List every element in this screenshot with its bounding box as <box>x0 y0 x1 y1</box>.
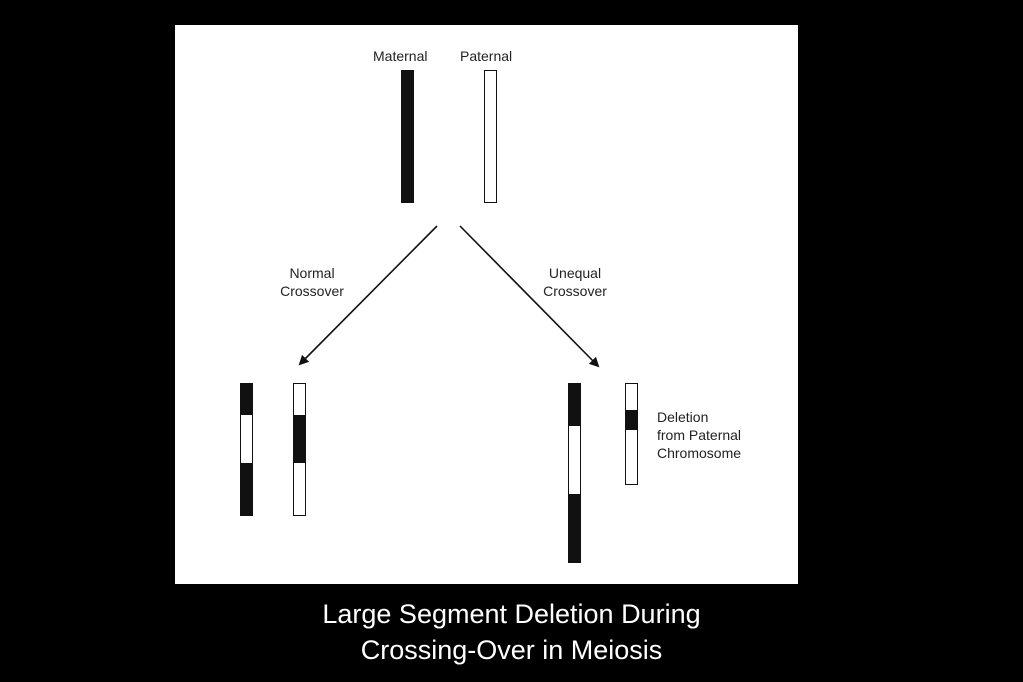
maternal-label: Maternal <box>373 48 428 64</box>
maternal-segment <box>241 463 252 515</box>
maternal-segment <box>569 494 580 562</box>
paternal-label: Paternal <box>460 48 513 64</box>
normal-crossover-label-line1: Normal <box>289 265 335 281</box>
unequal-paternal-deletion <box>625 383 638 485</box>
caption-line2: Crossing-Over in Meiosis <box>360 635 663 665</box>
unequal-crossover-label: Unequal Crossover <box>530 264 620 300</box>
deletion-note-line2: from Paternal <box>657 427 742 443</box>
maternal-segment <box>241 384 252 415</box>
unequal-crossover-label-line1: Unequal <box>548 265 602 281</box>
paternal-chromosome <box>484 70 497 203</box>
maternal-segment <box>294 415 305 463</box>
normal-crossover-arrow <box>298 225 438 366</box>
maternal-segment <box>569 384 580 426</box>
caption-line1: Large Segment Deletion During <box>322 599 701 629</box>
unequal-maternal-duplication <box>568 383 581 563</box>
maternal-segment <box>626 410 637 430</box>
crossover-arrows <box>298 225 600 368</box>
normal-crossover-label-line2: Crossover <box>280 283 344 299</box>
slide-caption: Large Segment Deletion During Crossing-O… <box>0 596 1023 668</box>
normal-maternal-recombinant <box>240 383 253 516</box>
deletion-note: Deletion from Paternal Chromosome <box>657 408 741 462</box>
maternal-chromosome <box>401 70 414 203</box>
normal-crossover-label: Normal Crossover <box>267 264 357 300</box>
unequal-crossover-arrow <box>459 225 600 368</box>
diagram-panel: Maternal Paternal Normal Crossover Unequ… <box>175 25 798 584</box>
unequal-crossover-label-line2: Crossover <box>543 283 607 299</box>
deletion-note-line3: Chromosome <box>657 445 742 461</box>
deletion-note-line1: Deletion <box>657 409 709 425</box>
normal-paternal-recombinant <box>293 383 306 516</box>
